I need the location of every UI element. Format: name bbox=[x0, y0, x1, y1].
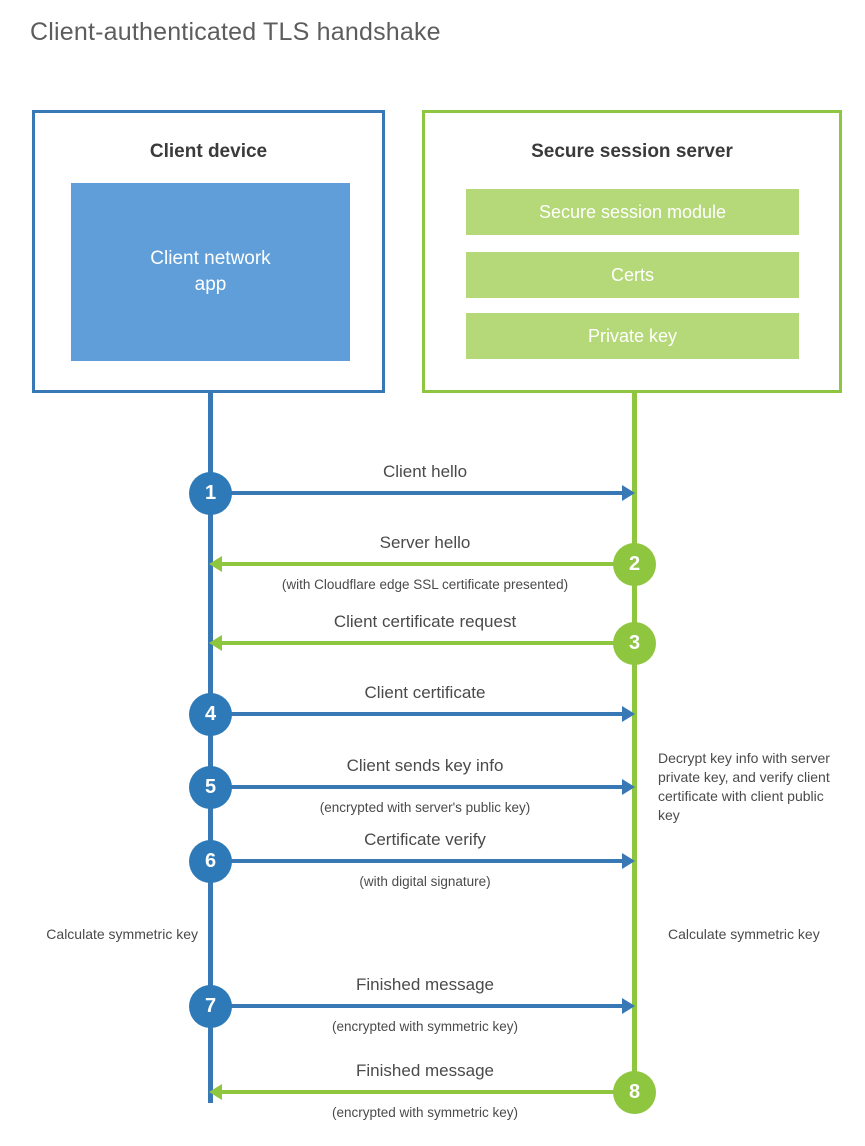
message-label: Client sends key info bbox=[346, 756, 504, 775]
arrowhead-right-icon bbox=[622, 998, 635, 1014]
arrowhead-right-icon bbox=[622, 706, 635, 722]
secure-session-server-title: Secure session server bbox=[531, 141, 733, 162]
message-label: Client certificate request bbox=[333, 612, 517, 631]
client-lifeline bbox=[208, 393, 213, 1103]
step-number-badge-3: 3 bbox=[613, 622, 656, 665]
client-device-title: Client device bbox=[149, 141, 268, 162]
server-component-label: Certs bbox=[610, 264, 654, 285]
server-lifeline bbox=[632, 393, 637, 1093]
step-number-badge-1: 1 bbox=[189, 472, 232, 515]
message-sublabel: (encrypted with symmetric key) bbox=[331, 1019, 519, 1034]
client-network-app-label: Client network app bbox=[150, 246, 270, 298]
arrowhead-right-icon bbox=[622, 853, 635, 869]
message-arrow-line bbox=[212, 859, 624, 863]
message-label: Client hello bbox=[382, 462, 468, 481]
step-number-badge-6: 6 bbox=[189, 840, 232, 883]
step-number-badge-8: 8 bbox=[613, 1071, 656, 1114]
server-component-certs: Certs bbox=[466, 252, 799, 298]
step-number-badge-4: 4 bbox=[189, 693, 232, 736]
arrowhead-right-icon bbox=[622, 779, 635, 795]
message-arrow-line bbox=[212, 712, 624, 716]
message-arrow-line bbox=[212, 1004, 624, 1008]
arrowhead-left-icon bbox=[209, 635, 222, 651]
message-label: Finished message bbox=[356, 975, 494, 994]
page-title: Client-authenticated TLS handshake bbox=[30, 18, 441, 46]
message-label: Certificate verify bbox=[364, 830, 486, 849]
message-sublabel: (with Cloudflare edge SSL certificate pr… bbox=[281, 577, 569, 592]
client-app-label-line2: app bbox=[194, 274, 227, 295]
arrowhead-right-icon bbox=[622, 485, 635, 501]
arrowhead-left-icon bbox=[209, 1084, 222, 1100]
server-component-label: Private key bbox=[587, 325, 678, 346]
message-sublabel: (encrypted with server's public key) bbox=[319, 800, 531, 815]
secure-session-server-box: Secure session server Secure session mod… bbox=[422, 110, 842, 393]
message-label: Finished message bbox=[356, 1061, 494, 1080]
client-app-label-line1: Client network bbox=[150, 248, 271, 269]
message-sublabel: (with digital signature) bbox=[359, 874, 491, 889]
message-arrow-line bbox=[212, 785, 624, 789]
client-network-app-block: Client network app bbox=[71, 183, 350, 361]
server-component-private-key: Private key bbox=[466, 313, 799, 359]
message-label: Server hello bbox=[379, 533, 471, 552]
server-calculate-symmetric-key-annotation: Calculate symmetric key bbox=[668, 926, 820, 942]
server-decrypt-annotation: Decrypt key info with server private key… bbox=[658, 750, 830, 823]
message-arrow-line bbox=[212, 491, 624, 495]
step-number-badge-5: 5 bbox=[189, 766, 232, 809]
message-arrow-line bbox=[220, 562, 632, 566]
server-component-label: Secure session module bbox=[538, 201, 727, 222]
server-component-secure-session-module: Secure session module bbox=[466, 189, 799, 235]
step-number-badge-2: 2 bbox=[613, 543, 656, 586]
client-device-box: Client device Client network app bbox=[32, 110, 385, 393]
message-arrow-line bbox=[220, 641, 632, 645]
arrowhead-left-icon bbox=[209, 556, 222, 572]
message-arrow-line bbox=[220, 1090, 632, 1094]
message-label: Client certificate bbox=[364, 683, 486, 702]
message-sublabel: (encrypted with symmetric key) bbox=[331, 1105, 519, 1120]
client-calculate-symmetric-key-annotation: Calculate symmetric key bbox=[46, 926, 198, 942]
step-number-badge-7: 7 bbox=[189, 985, 232, 1028]
